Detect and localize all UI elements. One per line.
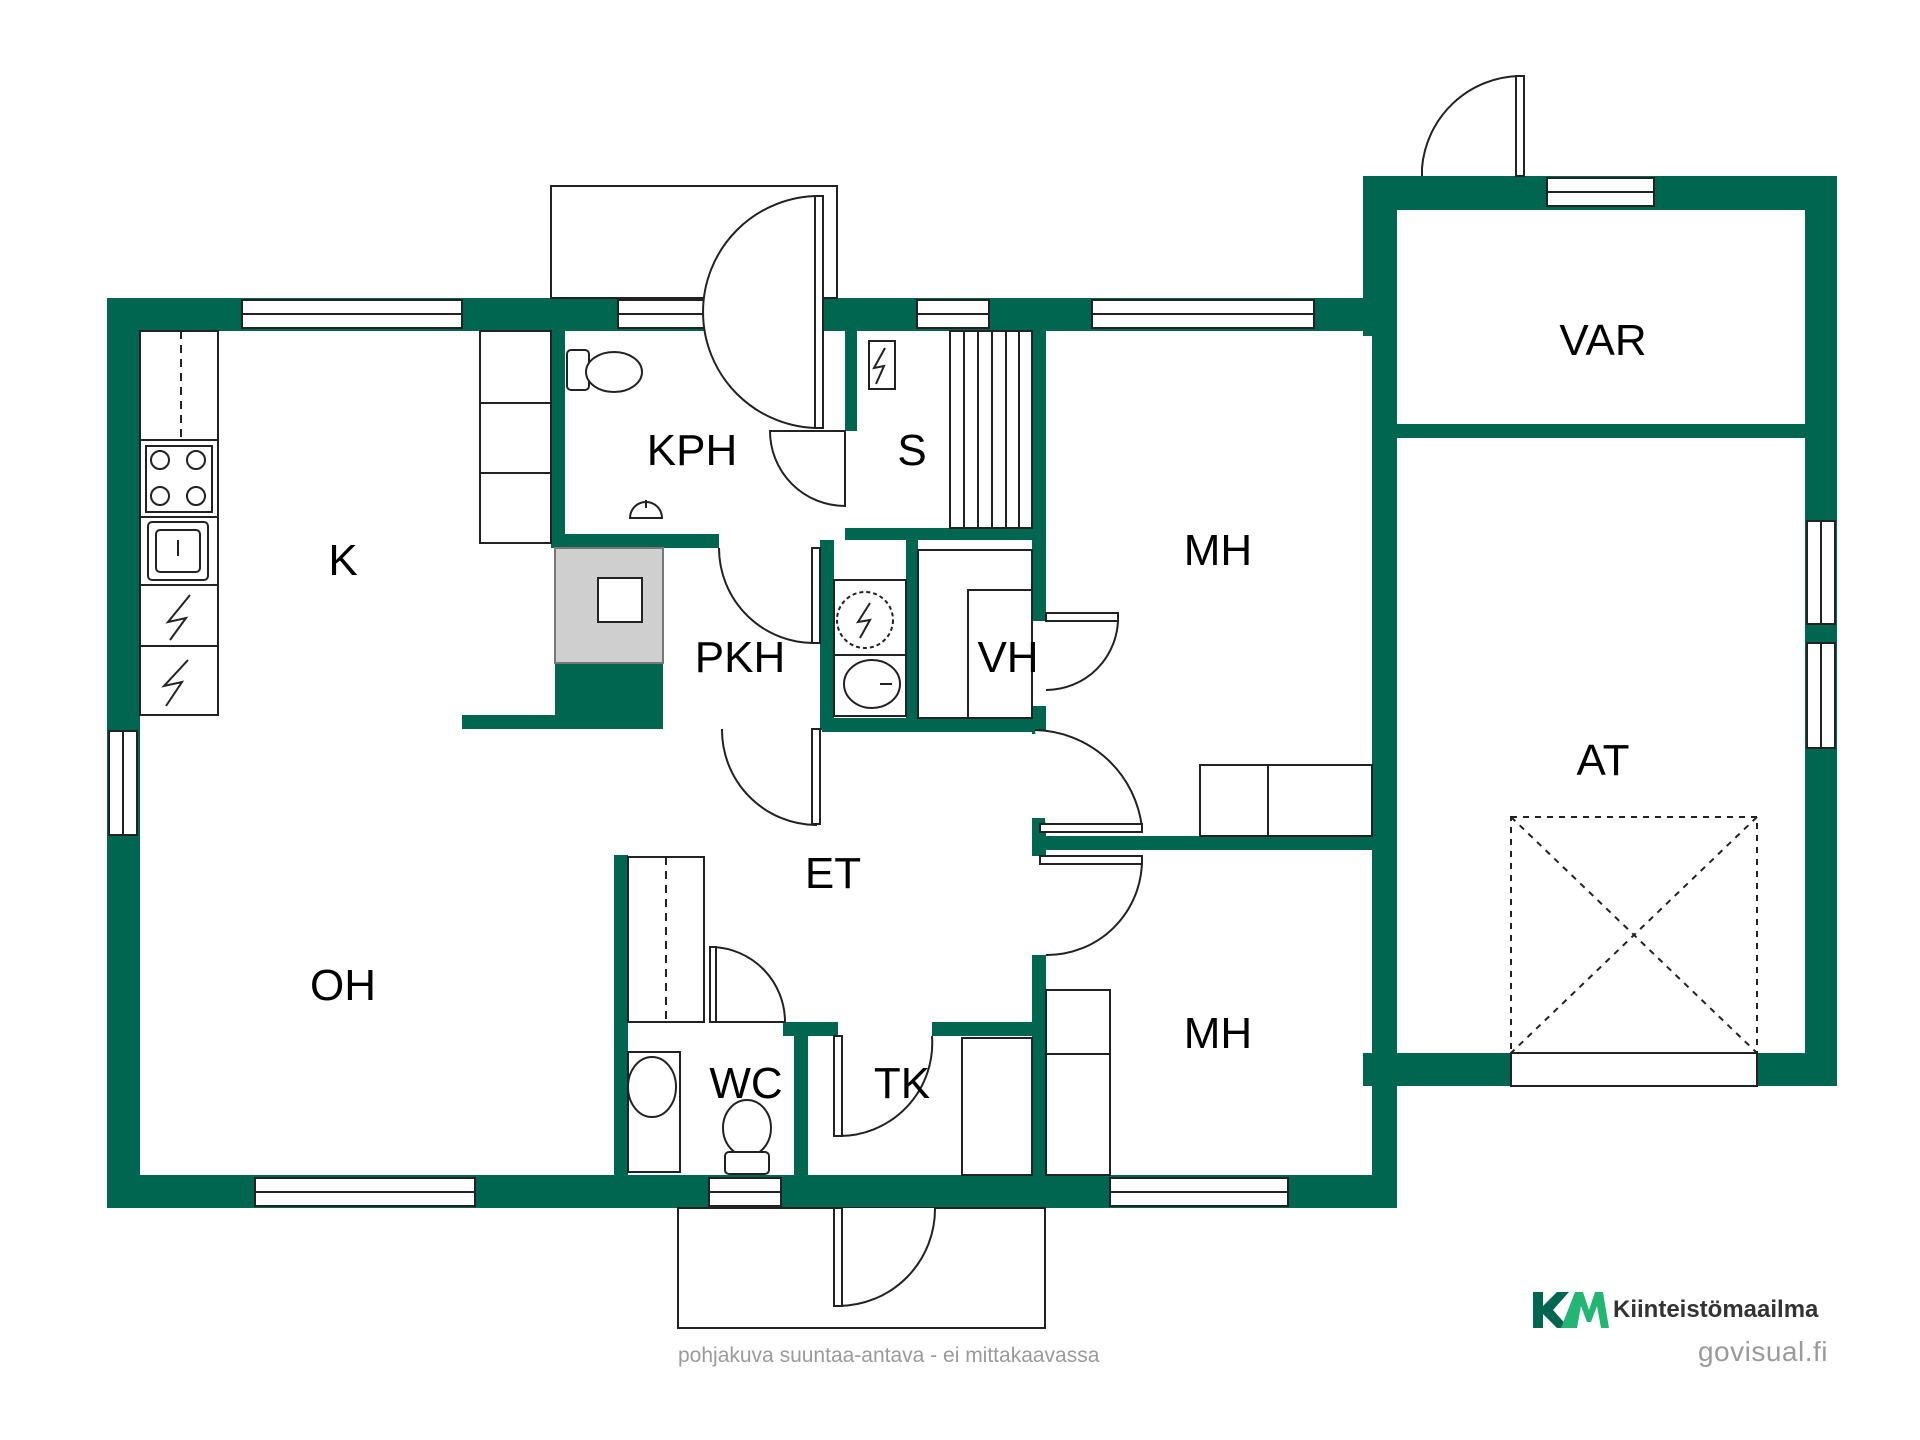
wall-mh-split (1032, 836, 1387, 850)
room-label-mh-lower: MH (1184, 1009, 1252, 1058)
room-labels: K KPH S PKH VH MH MH OH ET WC TK VAR AT (310, 316, 1647, 1108)
room-label-vh: VH (977, 633, 1038, 682)
room-label-s: S (897, 426, 926, 475)
wall-vh-right (1032, 706, 1046, 734)
toilet-icon (722, 1099, 772, 1175)
wall-mh-lower-left (1032, 955, 1046, 1180)
wall-wc-left (614, 855, 628, 1180)
wardrobe (1199, 764, 1373, 837)
room-label-at: AT (1577, 736, 1630, 785)
wall-s-right (1032, 331, 1046, 621)
wardrobe (1045, 989, 1111, 1176)
wardrobe (917, 549, 1033, 719)
door (1421, 74, 1521, 176)
wall-garage-east (1805, 176, 1837, 1086)
wall-garage-west (1363, 176, 1397, 336)
wall-garage-mid (1393, 424, 1806, 438)
wall-k-ph-left (551, 331, 565, 548)
disclaimer-text: pohjakuva suuntaa-antava - ei mittakaava… (678, 1344, 1100, 1367)
room-label-oh: OH (310, 961, 376, 1010)
wall-kph-bottom (551, 534, 719, 548)
brand-name: Kiinteistömaailma (1613, 1296, 1819, 1323)
source-text: govisual.fi (1697, 1336, 1828, 1367)
wall-tk-top (932, 1022, 1032, 1036)
door (837, 1207, 937, 1308)
room-label-pkh: PKH (695, 633, 785, 682)
wall-pkh-right (820, 540, 834, 730)
closet (961, 1037, 1033, 1176)
km-logo-icon (1533, 1292, 1609, 1328)
room-label-var: VAR (1559, 316, 1646, 365)
door (1045, 616, 1120, 691)
sink-icon (147, 521, 209, 581)
windows (108, 177, 1836, 1207)
fireplace-icon (554, 547, 664, 664)
wall-hall-top (822, 718, 1035, 732)
wall-fireplace-block (555, 663, 663, 729)
door (837, 1035, 934, 1138)
kitchen-cabinet (479, 330, 552, 544)
door (1034, 729, 1144, 829)
room-label-k: K (328, 536, 357, 585)
stove-icon (145, 445, 213, 513)
room-label-tk: TK (874, 1059, 930, 1108)
sink-icon (833, 654, 907, 717)
sauna-heater-icon (868, 340, 896, 390)
room-label-kph: KPH (647, 426, 737, 475)
door (1045, 859, 1144, 957)
door (768, 430, 846, 508)
door (718, 547, 817, 645)
washing-machine-icon (833, 579, 907, 656)
wall-wash-right (906, 540, 918, 730)
door (712, 945, 787, 1023)
garage-door-icon (1510, 816, 1758, 1087)
electric-appliance-icon (161, 594, 191, 707)
wall-s-bottom (845, 528, 1035, 540)
fixtures (139, 330, 1758, 1176)
wall-wc-right (794, 1022, 808, 1177)
sauna-bench (949, 330, 1033, 529)
room-label-et: ET (805, 849, 861, 898)
toilet-icon (566, 349, 643, 393)
doors (702, 74, 1525, 1308)
wall-kph-s (845, 331, 857, 431)
door (720, 728, 817, 827)
shower-icon (628, 500, 664, 519)
room-label-mh-upper: MH (1184, 526, 1252, 575)
room-label-wc: WC (709, 1059, 782, 1108)
wardrobe (627, 856, 705, 1023)
brand-logo: Kiinteistömaailma (1531, 1288, 1818, 1332)
sink-icon (627, 1051, 681, 1173)
wall-wc-top (783, 1022, 838, 1036)
